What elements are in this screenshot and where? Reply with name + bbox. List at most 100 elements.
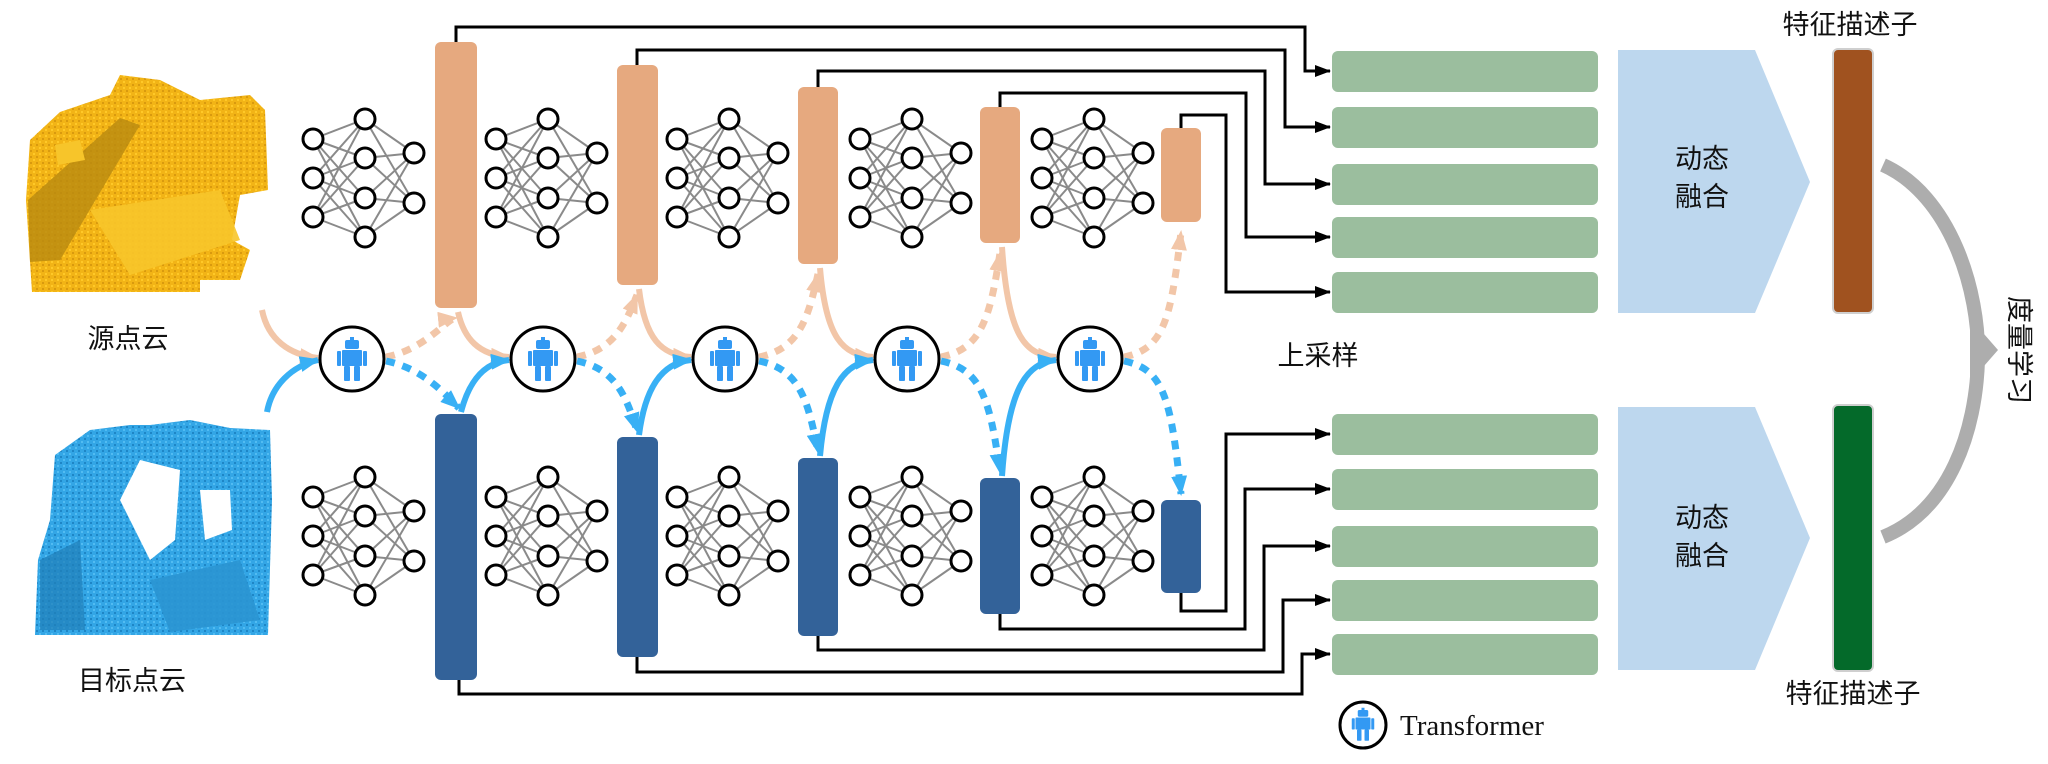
neuron-node — [484, 127, 508, 151]
neuron-node — [1082, 583, 1106, 607]
skip-line-bottom-5 — [1179, 428, 1331, 613]
neuron-node — [900, 544, 924, 568]
neuron-node — [717, 583, 741, 607]
neuron-node — [1082, 146, 1106, 170]
upsample-blocks — [1332, 51, 1598, 675]
source-cross-attention-arrow-3 — [758, 272, 822, 361]
neuron-node — [900, 107, 924, 131]
neuron-node — [1131, 549, 1155, 573]
feature-bars — [435, 42, 1201, 680]
neuron-node — [766, 141, 790, 165]
neuron-node — [536, 186, 560, 210]
neuron-node — [766, 549, 790, 573]
target-neural-network-icon-5 — [1030, 465, 1155, 607]
neuron-node — [1131, 191, 1155, 215]
neuron-node — [766, 499, 790, 523]
upsample-block-bottom-1 — [1332, 414, 1598, 455]
target-input-arrow — [264, 356, 320, 413]
neuron-node — [717, 504, 741, 528]
target-cross-attention-arrow-4 — [940, 357, 1006, 474]
neuron-node — [900, 225, 924, 249]
neuron-node — [353, 225, 377, 249]
neuron-node — [1030, 485, 1054, 509]
target-feature-bar-3 — [798, 458, 838, 636]
target-feature-bar-2 — [617, 437, 658, 657]
upsample-block-top-1 — [1332, 51, 1598, 92]
fusion-bottom-label-line1: 动态 — [1675, 503, 1729, 534]
neuron-node — [717, 186, 741, 210]
descriptor-bottom-label: 特征描述子 — [1786, 679, 1921, 710]
skip-line-top-4 — [998, 91, 1331, 243]
skip-line-bottom-2 — [635, 594, 1331, 674]
neuron-node — [949, 191, 973, 215]
legend: Transformer — [1338, 700, 1544, 750]
neuron-node — [301, 205, 325, 229]
target-feature-bar-5 — [1161, 500, 1201, 593]
upsample-block-bottom-5 — [1332, 634, 1598, 675]
skip-line-bottom-3 — [816, 540, 1331, 652]
upsample-block-top-4 — [1332, 217, 1598, 258]
neuron-node — [484, 485, 508, 509]
neuron-node — [717, 544, 741, 568]
source-cross-attention-arrow-5 — [1123, 230, 1187, 361]
legend-transformer-label: Transformer — [1400, 710, 1544, 742]
neuron-node — [585, 499, 609, 523]
neuron-node — [402, 499, 426, 523]
target-cross-attention-arrow-1 — [385, 357, 462, 411]
target-feature-bar-1 — [435, 414, 477, 680]
metric-learning-label: 度量学习 — [2003, 296, 2034, 404]
cross-attention-flows — [259, 230, 1188, 496]
neuron-node — [402, 141, 426, 165]
neuron-node — [665, 127, 689, 151]
neuron-node — [949, 549, 973, 573]
neuron-node — [848, 127, 872, 151]
neuron-node — [665, 485, 689, 509]
source-feature-arrow-2 — [636, 288, 693, 364]
neuron-node — [848, 563, 872, 587]
neuron-node — [536, 544, 560, 568]
neuron-node — [301, 563, 325, 587]
upsample-block-top-5 — [1332, 272, 1598, 313]
neuron-node — [353, 465, 377, 489]
target-cross-attention-arrow-3 — [758, 357, 823, 454]
source-feature-arrow-4 — [999, 246, 1058, 364]
neuron-node — [717, 107, 741, 131]
skip-connections — [454, 25, 1331, 696]
upsample-block-top-3 — [1332, 164, 1598, 205]
target-neural-network-icon-4 — [848, 465, 973, 607]
target-neural-network-icon-1 — [301, 465, 426, 607]
dynamic-fusion-top — [1618, 50, 1810, 313]
source-feature-arrow-1 — [455, 311, 511, 364]
neuron-node — [353, 504, 377, 528]
target-feature-arrow-3 — [817, 353, 875, 457]
target-feature-arrow-1 — [458, 353, 511, 413]
source-feature-arrow-3 — [817, 267, 875, 364]
neuron-node — [1082, 544, 1106, 568]
skip-line-top-1 — [454, 25, 1331, 77]
neuron-node — [301, 166, 325, 190]
source-feature-bar-4 — [980, 107, 1020, 243]
source-feature-bar-2 — [617, 65, 658, 285]
neuron-node — [717, 465, 741, 489]
descriptor-target-bar — [1832, 404, 1874, 672]
neuron-node — [585, 141, 609, 165]
target-cross-attention-arrow-2 — [576, 357, 641, 433]
skip-line-bottom-1 — [457, 648, 1331, 696]
neuron-node — [353, 544, 377, 568]
neuron-node — [1030, 563, 1054, 587]
neuron-node — [1082, 107, 1106, 131]
target-point-cloud-image — [35, 420, 272, 635]
source-feature-bar-1 — [435, 42, 477, 308]
metric-learning-arrow — [1879, 158, 1998, 544]
dynamic-fusion-bottom — [1618, 407, 1810, 670]
source-feature-bar-5 — [1161, 128, 1201, 222]
neuron-node — [1082, 225, 1106, 249]
source-neural-network-icon-1 — [301, 107, 426, 249]
neuron-node — [484, 524, 508, 548]
neuron-node — [900, 465, 924, 489]
descriptor-top-label: 特征描述子 — [1783, 10, 1918, 41]
source-point-cloud-image — [26, 75, 268, 292]
neuron-node — [484, 166, 508, 190]
neuron-node — [1030, 205, 1054, 229]
